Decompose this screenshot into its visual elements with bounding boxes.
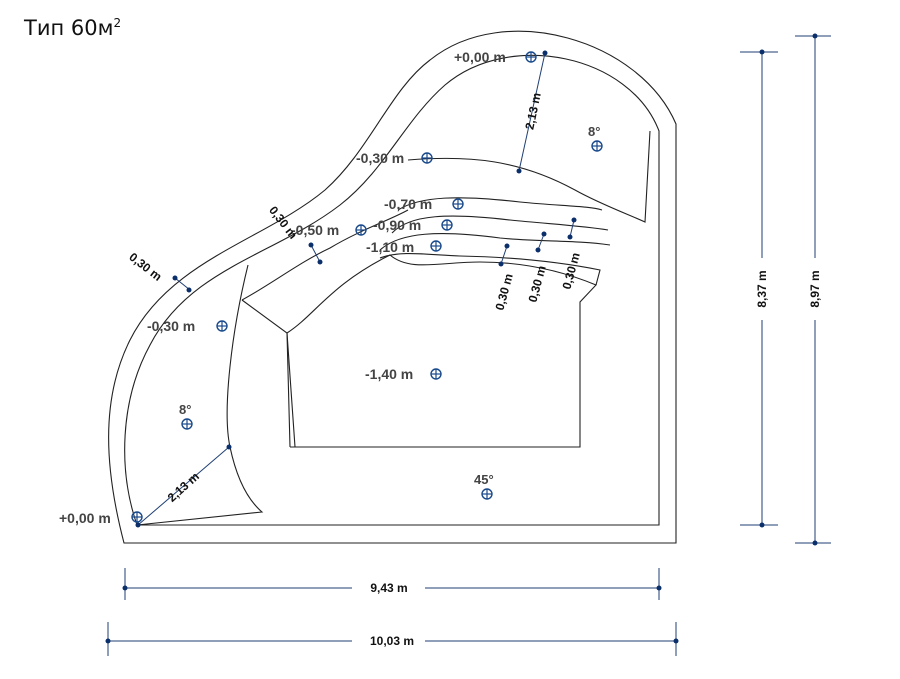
slope-marker [481,488,493,500]
dim-node [186,287,192,293]
level-label-bench-left: -0,30 m [147,318,195,334]
slope-label-left: 8° [179,402,191,417]
bench-top-edge [241,209,409,301]
level-marker [131,511,143,523]
dim-node [673,638,679,644]
dim-node [122,585,128,591]
slope-label-floor: 45° [474,472,494,487]
level-label-floor: -1,40 m [365,366,413,382]
slope-label-top: 8° [588,124,600,139]
dim-label-outer-width: 10,03 m [370,634,414,648]
step-tick-c [569,219,575,238]
dim-node [656,585,662,591]
dim-node [759,49,765,55]
dim-label-outer-height: 8,97 m [808,270,822,307]
dim-label-slope-left: 2,13 m [165,469,202,504]
dim-label-inner-width: 9,43 m [370,581,407,595]
step-3 [391,215,609,234]
dim-label-bench-width-left: 0,30 m [126,250,164,284]
dim-node [541,231,547,237]
outer-wall [108,30,677,544]
dim-node [105,638,111,644]
level-label-left: +0,00 m [59,510,111,526]
plan-title: Тип 60м2 [24,16,121,40]
deep-area-outline [286,254,597,448]
dim-node [571,217,577,223]
dim-label-slope-top: 2,13 m [522,91,543,130]
inner-wall [124,54,660,526]
dim-node [172,275,178,281]
plan-title-text: Тип 60м [24,16,114,40]
level-marker [430,240,442,252]
dim-node [516,168,522,174]
pool-outline [108,30,677,544]
level-marker [421,152,433,164]
shallow-ramp [241,299,291,448]
step-2 [397,197,603,211]
level-marker [216,320,228,332]
dim-node [135,522,141,528]
level-marker [355,224,367,236]
dim-label-step-a: 0,30 m [493,272,516,312]
dim-node [759,522,765,528]
dim-node [317,259,323,265]
dim-node [504,243,510,249]
level-marker [452,198,464,210]
bench-left-edge [136,264,264,526]
dim-node [308,242,314,248]
step-1 [379,233,611,251]
dim-label-step-b: 0,30 m [526,264,549,304]
dim-node [812,33,818,39]
level-marker [525,51,537,63]
dim-node [542,50,548,56]
dim-label-step-c: 0,30 m [560,251,583,291]
level-label-top: +0,00 m [454,49,506,65]
step-4 [379,253,601,286]
step-tick-b [537,233,545,251]
level-marker [441,219,453,231]
dim-node [567,234,573,240]
step-tick-a [500,245,508,265]
level-label-step1: -0,50 m [291,222,339,238]
slope-top-measure-line [518,52,546,172]
dim-node [812,540,818,546]
dim-node [226,444,232,450]
bench-width-tick-top [310,244,321,263]
dim-node [535,247,541,253]
level-marker [430,368,442,380]
slope-top-edge [407,130,651,223]
slope-left-measure-line [137,446,230,526]
level-label-step3: -0,90 m [373,217,421,233]
dim-node [498,261,504,267]
level-label-step4: -1,10 m [366,239,414,255]
level-label-bench-top: -0,30 m [356,150,404,166]
dim-label-inner-height: 8,37 m [755,270,769,307]
level-label-step2: -0,70 m [384,196,432,212]
slope-marker [591,140,603,152]
slope-marker [181,418,193,430]
dimension-lines [105,33,831,656]
plan-title-superscript: 2 [113,16,122,30]
